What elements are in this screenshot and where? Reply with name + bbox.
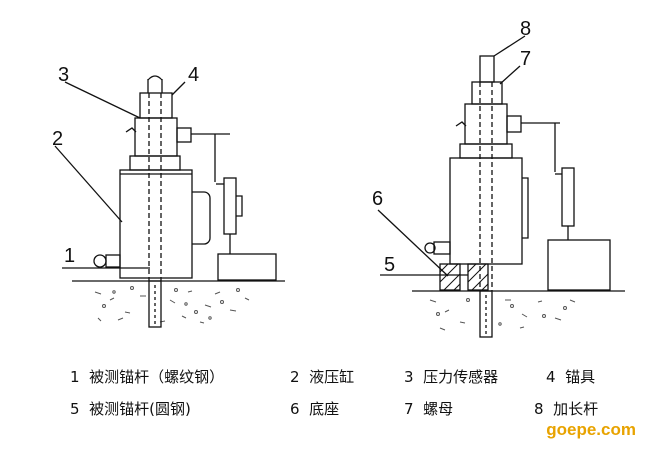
callout-2: 2: [52, 128, 64, 150]
right-cylinder: [449, 157, 523, 265]
legend-item-1: 1 被测锚杆（螺纹钢）: [70, 368, 225, 386]
left-soil-dots: [94, 286, 250, 324]
left-knob: [105, 254, 121, 268]
legend-item-3: 3 压力传感器: [404, 368, 499, 386]
right-pressure-sensor: [464, 103, 508, 145]
left-dial-gauge: [223, 177, 237, 235]
right-assembly: [377, 35, 625, 338]
left-gauge-stand: [217, 253, 277, 281]
left-cylinder: [119, 169, 193, 279]
legend-item-6: 6 底座: [290, 400, 340, 418]
right-gauge-stand: [547, 239, 611, 291]
callout-3: 3: [58, 64, 70, 86]
watermark: goepe.com: [546, 420, 636, 439]
right-dial-gauge: [561, 167, 575, 227]
right-soil-dots: [429, 298, 576, 331]
callout-8: 8: [520, 18, 532, 40]
legend-item-4: 4 锚具: [546, 368, 596, 386]
legend-item-5: 5 被测锚杆(圆钢): [70, 400, 191, 418]
right-extension-rod: [479, 55, 495, 83]
callout-7: 7: [520, 48, 532, 70]
left-anchor-rod-bottom: [148, 280, 162, 328]
left-anchor-head: [139, 92, 173, 119]
left-assembly: [54, 75, 285, 328]
right-anchor-rod-bottom: [479, 290, 493, 338]
legend-item-8: 8 加长杆: [534, 400, 599, 418]
callout-1: 1: [64, 245, 76, 267]
legend-item-7: 7 螺母: [404, 400, 454, 418]
left-oil-port: [192, 191, 211, 245]
legend-item-2: 2 液压缸: [290, 368, 355, 386]
left-pressure-sensor: [134, 117, 178, 157]
callout-6: 6: [372, 188, 384, 210]
callout-4: 4: [188, 64, 200, 86]
right-nut: [471, 81, 503, 105]
callout-5: 5: [384, 254, 396, 276]
